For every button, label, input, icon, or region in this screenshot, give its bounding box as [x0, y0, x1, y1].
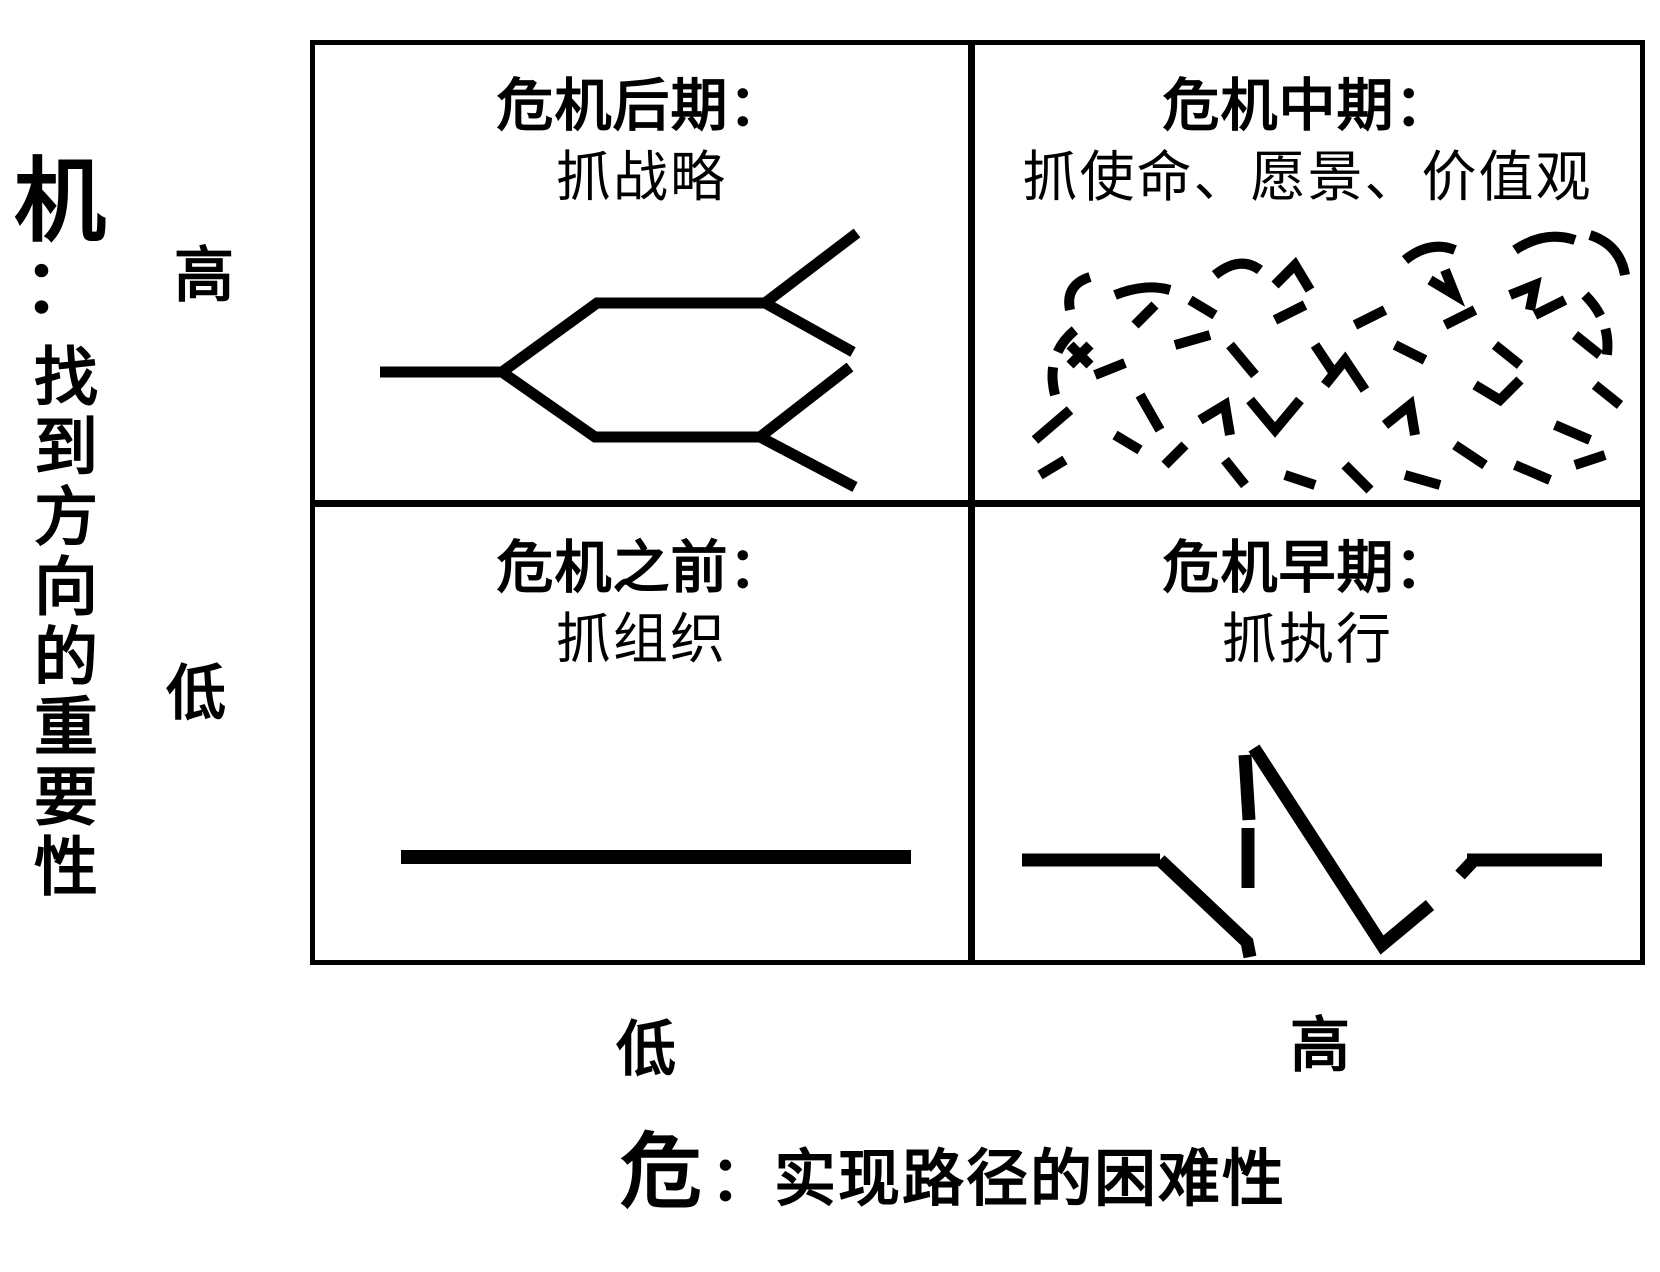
quadrant-late-crisis: 危机后期： 抓战略: [315, 45, 968, 500]
quadrant-early-crisis: 危机早期： 抓执行: [975, 507, 1640, 960]
quadrant-mid-crisis: 危机中期： 抓使命、愿景、价值观: [975, 45, 1640, 500]
quadrant-title-mid-crisis: 危机中期： 抓使命、愿景、价值观: [975, 71, 1640, 212]
matrix-grid: 危机后期： 抓战略: [310, 40, 1645, 965]
x-tick-low: 低: [616, 1015, 676, 1085]
quadrant-title-before-crisis: 危机之前： 抓组织: [315, 533, 968, 674]
x-axis-keyword: 危: [620, 1125, 703, 1220]
y-axis-title: 机 ： 找到方向的重要性: [8, 156, 112, 907]
phase-label: 危机后期：: [496, 73, 787, 139]
straight-line-doodle: [401, 850, 911, 864]
focus-label: 抓战略: [555, 144, 727, 209]
quadrant-title-late-crisis: 危机后期： 抓战略: [315, 71, 968, 212]
focus-label: 抓使命、愿景、价值观: [1022, 144, 1593, 209]
phase-label: 危机中期：: [1162, 73, 1453, 139]
y-tick-low: 低: [166, 659, 226, 729]
quadrant-before-crisis: 危机之前： 抓组织: [315, 507, 968, 960]
x-tick-high: 高: [1290, 1011, 1350, 1081]
y-tick-high: 高: [174, 241, 234, 311]
y-axis-colon: ：: [23, 244, 97, 330]
branching-paths-doodle: [380, 228, 861, 492]
quadrant-title-early-crisis: 危机早期： 抓执行: [975, 533, 1640, 674]
focus-label: 抓执行: [1221, 606, 1393, 671]
phase-label: 危机之前：: [496, 535, 787, 601]
chaotic-scribble-doodle: [1031, 230, 1630, 494]
y-axis-description: 找到方向的重要性: [23, 342, 97, 903]
focus-label: 抓组织: [555, 606, 727, 671]
broken-zigzag-doodle: [1022, 744, 1602, 959]
phase-label: 危机早期：: [1162, 535, 1453, 601]
grid-horizontal-divider: [315, 500, 1640, 507]
x-axis-title: 危 ：实现路径的困难性: [620, 1132, 1286, 1214]
y-axis-keyword: 机: [13, 148, 106, 255]
x-axis-description: ：实现路径的困难性: [710, 1142, 1287, 1215]
